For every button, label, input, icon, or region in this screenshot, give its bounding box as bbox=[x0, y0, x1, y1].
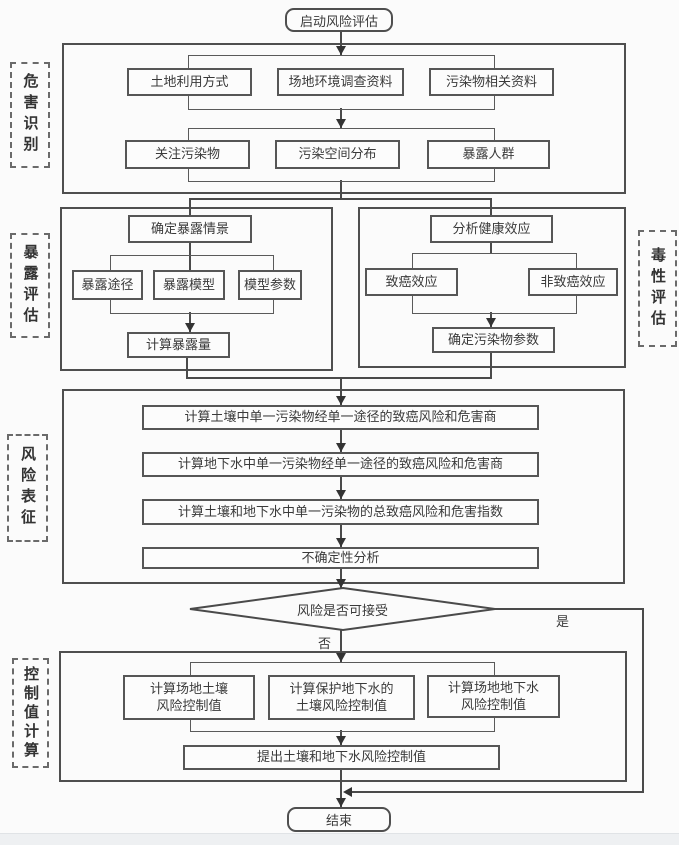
decision-diamond: 风险是否可接受 bbox=[189, 587, 496, 631]
line-hazard-exit bbox=[340, 180, 342, 199]
arrowhead-control-bus bbox=[336, 653, 346, 662]
exposure-section-frame bbox=[60, 207, 333, 371]
line-risk-to-decision bbox=[340, 569, 342, 588]
box-groundwater-single-risk: 计算地下水中单一污染物经单一途径的致癌风险和危害商 bbox=[142, 452, 539, 477]
box-exposed-population: 暴露人群 bbox=[427, 140, 550, 169]
line-scenario-to-bus bbox=[189, 243, 191, 270]
line-drop-toxicity bbox=[490, 198, 492, 215]
line-exposure-exit bbox=[186, 358, 188, 379]
line-toxicity-exit bbox=[490, 353, 492, 379]
arrowhead-risk-step3 bbox=[336, 490, 346, 499]
line-merge-to-risk bbox=[340, 377, 342, 405]
box-protect-groundwater-soil-control: 计算保护地下水的 土壤风险控制值 bbox=[268, 675, 415, 720]
arrowhead-end bbox=[336, 798, 346, 807]
box-exposure-model: 暴露模型 bbox=[153, 270, 225, 300]
line-split-horizontal bbox=[189, 198, 492, 200]
end-node: 结束 bbox=[287, 807, 391, 832]
arrowhead-calc-exposure bbox=[185, 323, 195, 332]
control-section-frame bbox=[59, 651, 627, 782]
box-pollutant-data: 污染物相关资料 bbox=[429, 68, 554, 96]
arrowhead-propose bbox=[336, 736, 346, 745]
stage-label-hazard: 危害识别 bbox=[10, 62, 50, 168]
box-soil-single-risk: 计算土壤中单一污染物经单一途径的致癌风险和危害商 bbox=[142, 405, 539, 430]
line-risk-step3-4 bbox=[340, 525, 342, 547]
line-risk-step2-3 bbox=[340, 477, 342, 499]
box-pollution-distribution: 污染空间分布 bbox=[275, 140, 400, 169]
arrowhead-risk-step1 bbox=[336, 396, 346, 405]
start-node: 启动风险评估 bbox=[285, 8, 393, 32]
decision-question: 风险是否可接受 bbox=[296, 602, 388, 618]
line-yes-horizontal bbox=[494, 608, 643, 610]
line-row1-to-row2 bbox=[340, 108, 342, 128]
box-calc-exposure: 计算暴露量 bbox=[127, 332, 230, 358]
box-site-groundwater-control: 计算场地地下水 风险控制值 bbox=[427, 675, 560, 718]
arrowhead-row2 bbox=[336, 119, 346, 128]
box-exposure-pathway: 暴露途径 bbox=[72, 270, 143, 300]
line-propose-to-end bbox=[340, 770, 342, 807]
box-site-soil-control: 计算场地土壤 风险控制值 bbox=[123, 675, 255, 720]
arrowhead-pollutant-parameters bbox=[486, 318, 496, 327]
box-pollutant-parameters: 确定污染物参数 bbox=[432, 327, 555, 353]
hazard-section-frame bbox=[62, 43, 626, 194]
box-carcinogenic: 致癌效应 bbox=[365, 268, 458, 296]
line-bus-to-calc-exposure bbox=[189, 312, 191, 332]
line-start-to-hazard bbox=[340, 32, 342, 55]
box-land-use: 土地利用方式 bbox=[127, 68, 252, 96]
footer-band bbox=[0, 833, 679, 845]
box-model-parameters: 模型参数 bbox=[238, 270, 302, 300]
stage-label-risk: 风险表征 bbox=[7, 434, 48, 542]
line-health-to-bus bbox=[490, 243, 492, 253]
box-concerned-pollutants: 关注污染物 bbox=[125, 140, 250, 169]
arrowhead-yes-return bbox=[343, 787, 352, 797]
box-propose-control-values: 提出土壤和地下水风险控制值 bbox=[183, 745, 500, 770]
stage-label-control: 控制值计算 bbox=[12, 658, 49, 768]
line-decision-no-branch bbox=[340, 630, 342, 662]
stage-label-toxicity: 毒性评估 bbox=[638, 230, 677, 347]
arrowhead-into-hazard bbox=[336, 46, 346, 55]
toxicity-section-frame bbox=[358, 207, 626, 368]
box-non-carcinogenic: 非致癌效应 bbox=[528, 268, 618, 296]
box-total-risk: 计算土壤和地下水中单一污染物的总致癌风险和危害指数 bbox=[142, 499, 539, 525]
line-merge-horizontal bbox=[186, 377, 492, 379]
arrowhead-decision bbox=[336, 579, 346, 588]
line-drop-exposure bbox=[189, 198, 191, 215]
box-exposure-scenario: 确定暴露情景 bbox=[128, 215, 252, 243]
box-health-effects: 分析健康效应 bbox=[430, 215, 553, 243]
arrowhead-risk-step4 bbox=[336, 538, 346, 547]
box-uncertainty-analysis: 不确定性分析 bbox=[142, 547, 539, 569]
decision-no-label: 否 bbox=[318, 636, 332, 651]
stage-label-exposure: 暴露评估 bbox=[10, 233, 50, 338]
arrowhead-risk-step2 bbox=[336, 443, 346, 452]
box-site-survey-data: 场地环境调查资料 bbox=[277, 68, 404, 96]
line-yes-vertical bbox=[642, 608, 644, 793]
decision-diamond-shape bbox=[189, 587, 496, 631]
line-yes-return bbox=[349, 791, 643, 793]
line-risk-step1-2 bbox=[340, 430, 342, 452]
decision-yes-label: 是 bbox=[556, 614, 570, 629]
